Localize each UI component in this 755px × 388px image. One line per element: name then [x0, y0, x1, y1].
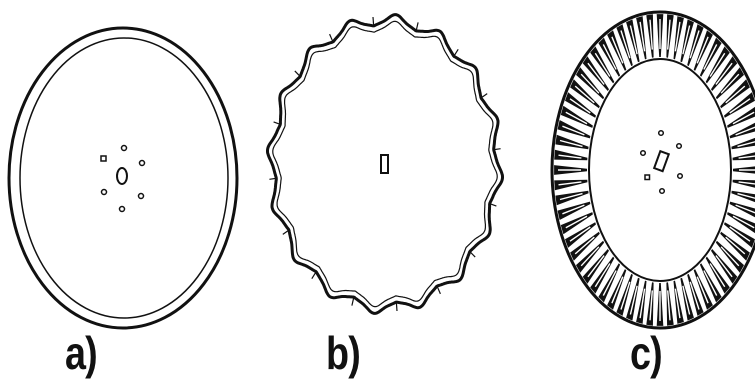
fluted-disc-flute-highlight — [574, 85, 595, 104]
scalloped-disc-notch-bevel — [311, 271, 317, 280]
fluted-disc-flute-highlight — [602, 44, 617, 70]
panel-c-label: c) — [630, 327, 663, 379]
fluted-disc-flute-highlight — [738, 181, 755, 185]
fluted-disc-flute-highlight — [696, 36, 709, 64]
fluted-disc-flute-highlight — [594, 263, 611, 288]
fluted-disc-flute-highlight — [732, 111, 755, 125]
fluted-disc-flute — [732, 179, 755, 188]
fluted-disc-flute-highlight — [667, 19, 671, 50]
scalloped-disc-notch-bevels — [269, 16, 501, 312]
plain-disc-outer-rim — [7, 26, 239, 330]
scalloped-disc-inner-edge — [272, 20, 498, 308]
fluted-disc-flute-highlight — [565, 111, 588, 125]
fluted-disc-flute-highlight — [574, 236, 595, 255]
fluted-disc-flute-highlight — [703, 270, 718, 296]
fluted-disc-flute-highlight — [569, 98, 591, 114]
scalloped-disc-notch-bevel — [395, 302, 398, 312]
fluted-disc-flute-highlight — [738, 155, 755, 159]
fluted-disc-flute-highlight — [620, 30, 631, 59]
scalloped-disc-notch-bevel — [329, 33, 334, 42]
fluted-disc-hub — [639, 129, 684, 195]
scalloped-disc-drawing — [266, 13, 504, 315]
fluted-disc-flute-highlight — [580, 73, 600, 94]
fluted-disc-flute-highlight — [580, 246, 600, 267]
panel-a-label: a) — [65, 327, 98, 379]
fluted-disc-flute-highlight — [620, 281, 631, 310]
fluted-disc-flute-highlight — [562, 125, 585, 136]
fluted-disc-flute-highlight — [729, 98, 751, 114]
fluted-disc-flute-highlight — [703, 44, 718, 70]
fluted-disc-flute-highlight — [639, 288, 646, 319]
fluted-disc-flute-highlight — [602, 270, 617, 296]
fluted-disc-flute-highlight — [709, 52, 726, 77]
scalloped-disc-notch-bevel — [494, 148, 501, 151]
fluted-disc-flute-highlight — [715, 62, 733, 85]
fluted-disc-flute-highlight — [649, 19, 653, 50]
scalloped-disc-notch-bevel — [453, 48, 459, 57]
fluted-disc-flute-highlight — [709, 263, 726, 288]
scalloped-disc-notch-bevel — [282, 229, 289, 235]
fluted-disc-flute-highlight — [569, 226, 591, 242]
fluted-disc-flute-highlight — [587, 62, 605, 85]
fluted-disc-flute — [731, 137, 755, 150]
scalloped-disc-notch-bevel — [273, 121, 281, 125]
fluted-disc-flute-highlight — [674, 288, 681, 319]
scalloped-disc-notch-bevel — [294, 70, 301, 77]
scalloped-disc-notch-bevel — [469, 251, 476, 258]
plain-disc-center-hole — [116, 167, 128, 185]
scalloped-disc-notch-bevel — [481, 93, 488, 99]
fluted-disc-flute — [731, 190, 755, 203]
fluted-disc-flute-highlight — [587, 255, 605, 278]
fluted-disc-flute-highlight — [715, 255, 733, 278]
scalloped-disc-notch-bevel — [351, 297, 355, 306]
fluted-disc-flute-highlight — [682, 285, 691, 315]
fluted-disc-drawing — [550, 10, 755, 330]
fluted-disc-flute-highlight — [725, 85, 746, 104]
fluted-disc-flute-highlight — [559, 192, 583, 201]
scalloped-disc-notch-bevel — [415, 22, 419, 31]
plain-disc-inner-rim — [19, 37, 229, 319]
fluted-disc-flute-highlight — [594, 52, 611, 77]
fluted-disc-flute-highlight — [558, 181, 582, 186]
panel-b-label: b) — [326, 327, 361, 379]
scalloped-disc-notch-bevel — [372, 16, 375, 26]
fluted-disc-flute-highlight — [674, 21, 681, 52]
fluted-disc-flute — [732, 152, 755, 161]
fluted-disc-flute-highlight — [735, 204, 755, 214]
fluted-disc-flute-highlight — [725, 236, 746, 255]
fluted-disc-flute-highlight — [737, 141, 755, 148]
fluted-disc-flute-highlight — [629, 285, 638, 315]
fluted-disc-flute-highlight — [565, 215, 588, 229]
scalloped-disc-square-hole — [380, 154, 389, 174]
fluted-disc-flute-highlight — [667, 290, 671, 321]
fluted-disc-flute-highlight — [689, 30, 700, 59]
fluted-disc-flute-highlight — [562, 204, 585, 215]
scalloped-disc-notch-bevel — [436, 286, 441, 295]
fluted-disc-flute-highlight — [639, 21, 646, 52]
scalloped-disc-notch-bevel — [489, 203, 497, 207]
plain-disc-bolt-holes — [100, 144, 146, 213]
fluted-disc-flutes — [554, 14, 755, 326]
fluted-disc-flute-highlight — [696, 276, 709, 304]
fluted-disc-flute-highlight — [737, 192, 755, 199]
fluted-disc-flute-highlight — [629, 25, 638, 55]
fluted-disc-flute-highlight — [689, 281, 700, 310]
fluted-disc-flute-highlight — [732, 215, 755, 229]
fluted-disc-flute-highlight — [559, 139, 583, 148]
fluted-disc-flute-highlight — [720, 246, 740, 267]
scalloped-disc-notch-bevel — [269, 177, 276, 180]
plain-disc-drawing — [7, 26, 239, 330]
fluted-disc-flute-highlight — [729, 226, 751, 242]
fluted-disc-flute-highlight — [611, 276, 624, 304]
fluted-disc-flute-highlight — [558, 154, 582, 159]
fluted-disc-flute-highlight — [720, 73, 740, 94]
fluted-disc-flute-highlight — [682, 25, 691, 55]
scalloped-disc-outline — [266, 13, 504, 315]
fluted-disc-flute-highlight — [649, 290, 653, 321]
fluted-disc-flute-highlight — [611, 36, 624, 64]
fluted-disc-flute-highlight — [735, 126, 755, 136]
